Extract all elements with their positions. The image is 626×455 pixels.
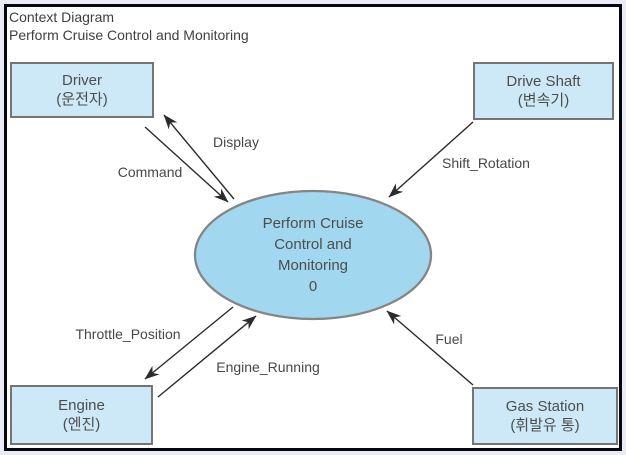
flow-label-command: Command xyxy=(117,164,183,180)
diagram-title: Context Diagram xyxy=(9,9,115,25)
diagram-title-block: Context Diagram Perform Cruise Control a… xyxy=(9,8,249,44)
flow-arrow-engine-running xyxy=(157,315,257,398)
entity-drive-shaft-name: Drive Shaft xyxy=(506,73,581,90)
flow-arrow-shift-rotation xyxy=(388,121,474,198)
entity-engine-name: Engine xyxy=(58,397,105,414)
entity-gas-station-name: Gas Station xyxy=(505,398,585,415)
process-label-line1: Perform Cruise xyxy=(262,215,364,232)
flow-arrow-display xyxy=(163,114,235,200)
flow-arrow-command xyxy=(144,126,229,203)
process-label-line3: Monitoring xyxy=(277,257,349,274)
flow-label-shift-rotation: Shift_Rotation xyxy=(442,155,530,171)
flow-label-display: Display xyxy=(213,134,259,150)
flow-label-engine-running: Engine_Running xyxy=(216,359,320,375)
process-label-line2: Control and xyxy=(274,236,352,253)
entity-driver-alias: (운전자) xyxy=(56,91,108,108)
flow-arrow-fuel xyxy=(386,310,474,386)
flow-arrow-throttle-position xyxy=(144,306,234,380)
entity-engine: Engine (엔진) xyxy=(10,385,153,445)
entity-driver: Driver (운전자) xyxy=(10,62,154,118)
flow-label-throttle-position: Throttle_Position xyxy=(75,326,181,342)
process-label: Perform Cruise Control and Monitoring 0 xyxy=(228,213,398,297)
entity-driver-name: Driver xyxy=(62,72,102,89)
entity-drive-shaft-alias: (변속기) xyxy=(517,92,570,109)
process-ellipse xyxy=(193,189,433,321)
entity-gas-station: Gas Station (휘발유 통) xyxy=(472,387,618,445)
entity-drive-shaft: Drive Shaft (변속기) xyxy=(473,62,614,120)
diagram-subtitle: Perform Cruise Control and Monitoring xyxy=(9,27,249,43)
process-label-line4: 0 xyxy=(308,278,318,295)
entity-gas-station-alias: (휘발유 통) xyxy=(510,417,580,434)
flow-label-fuel: Fuel xyxy=(435,331,463,347)
entity-engine-alias: (엔진) xyxy=(62,416,101,433)
